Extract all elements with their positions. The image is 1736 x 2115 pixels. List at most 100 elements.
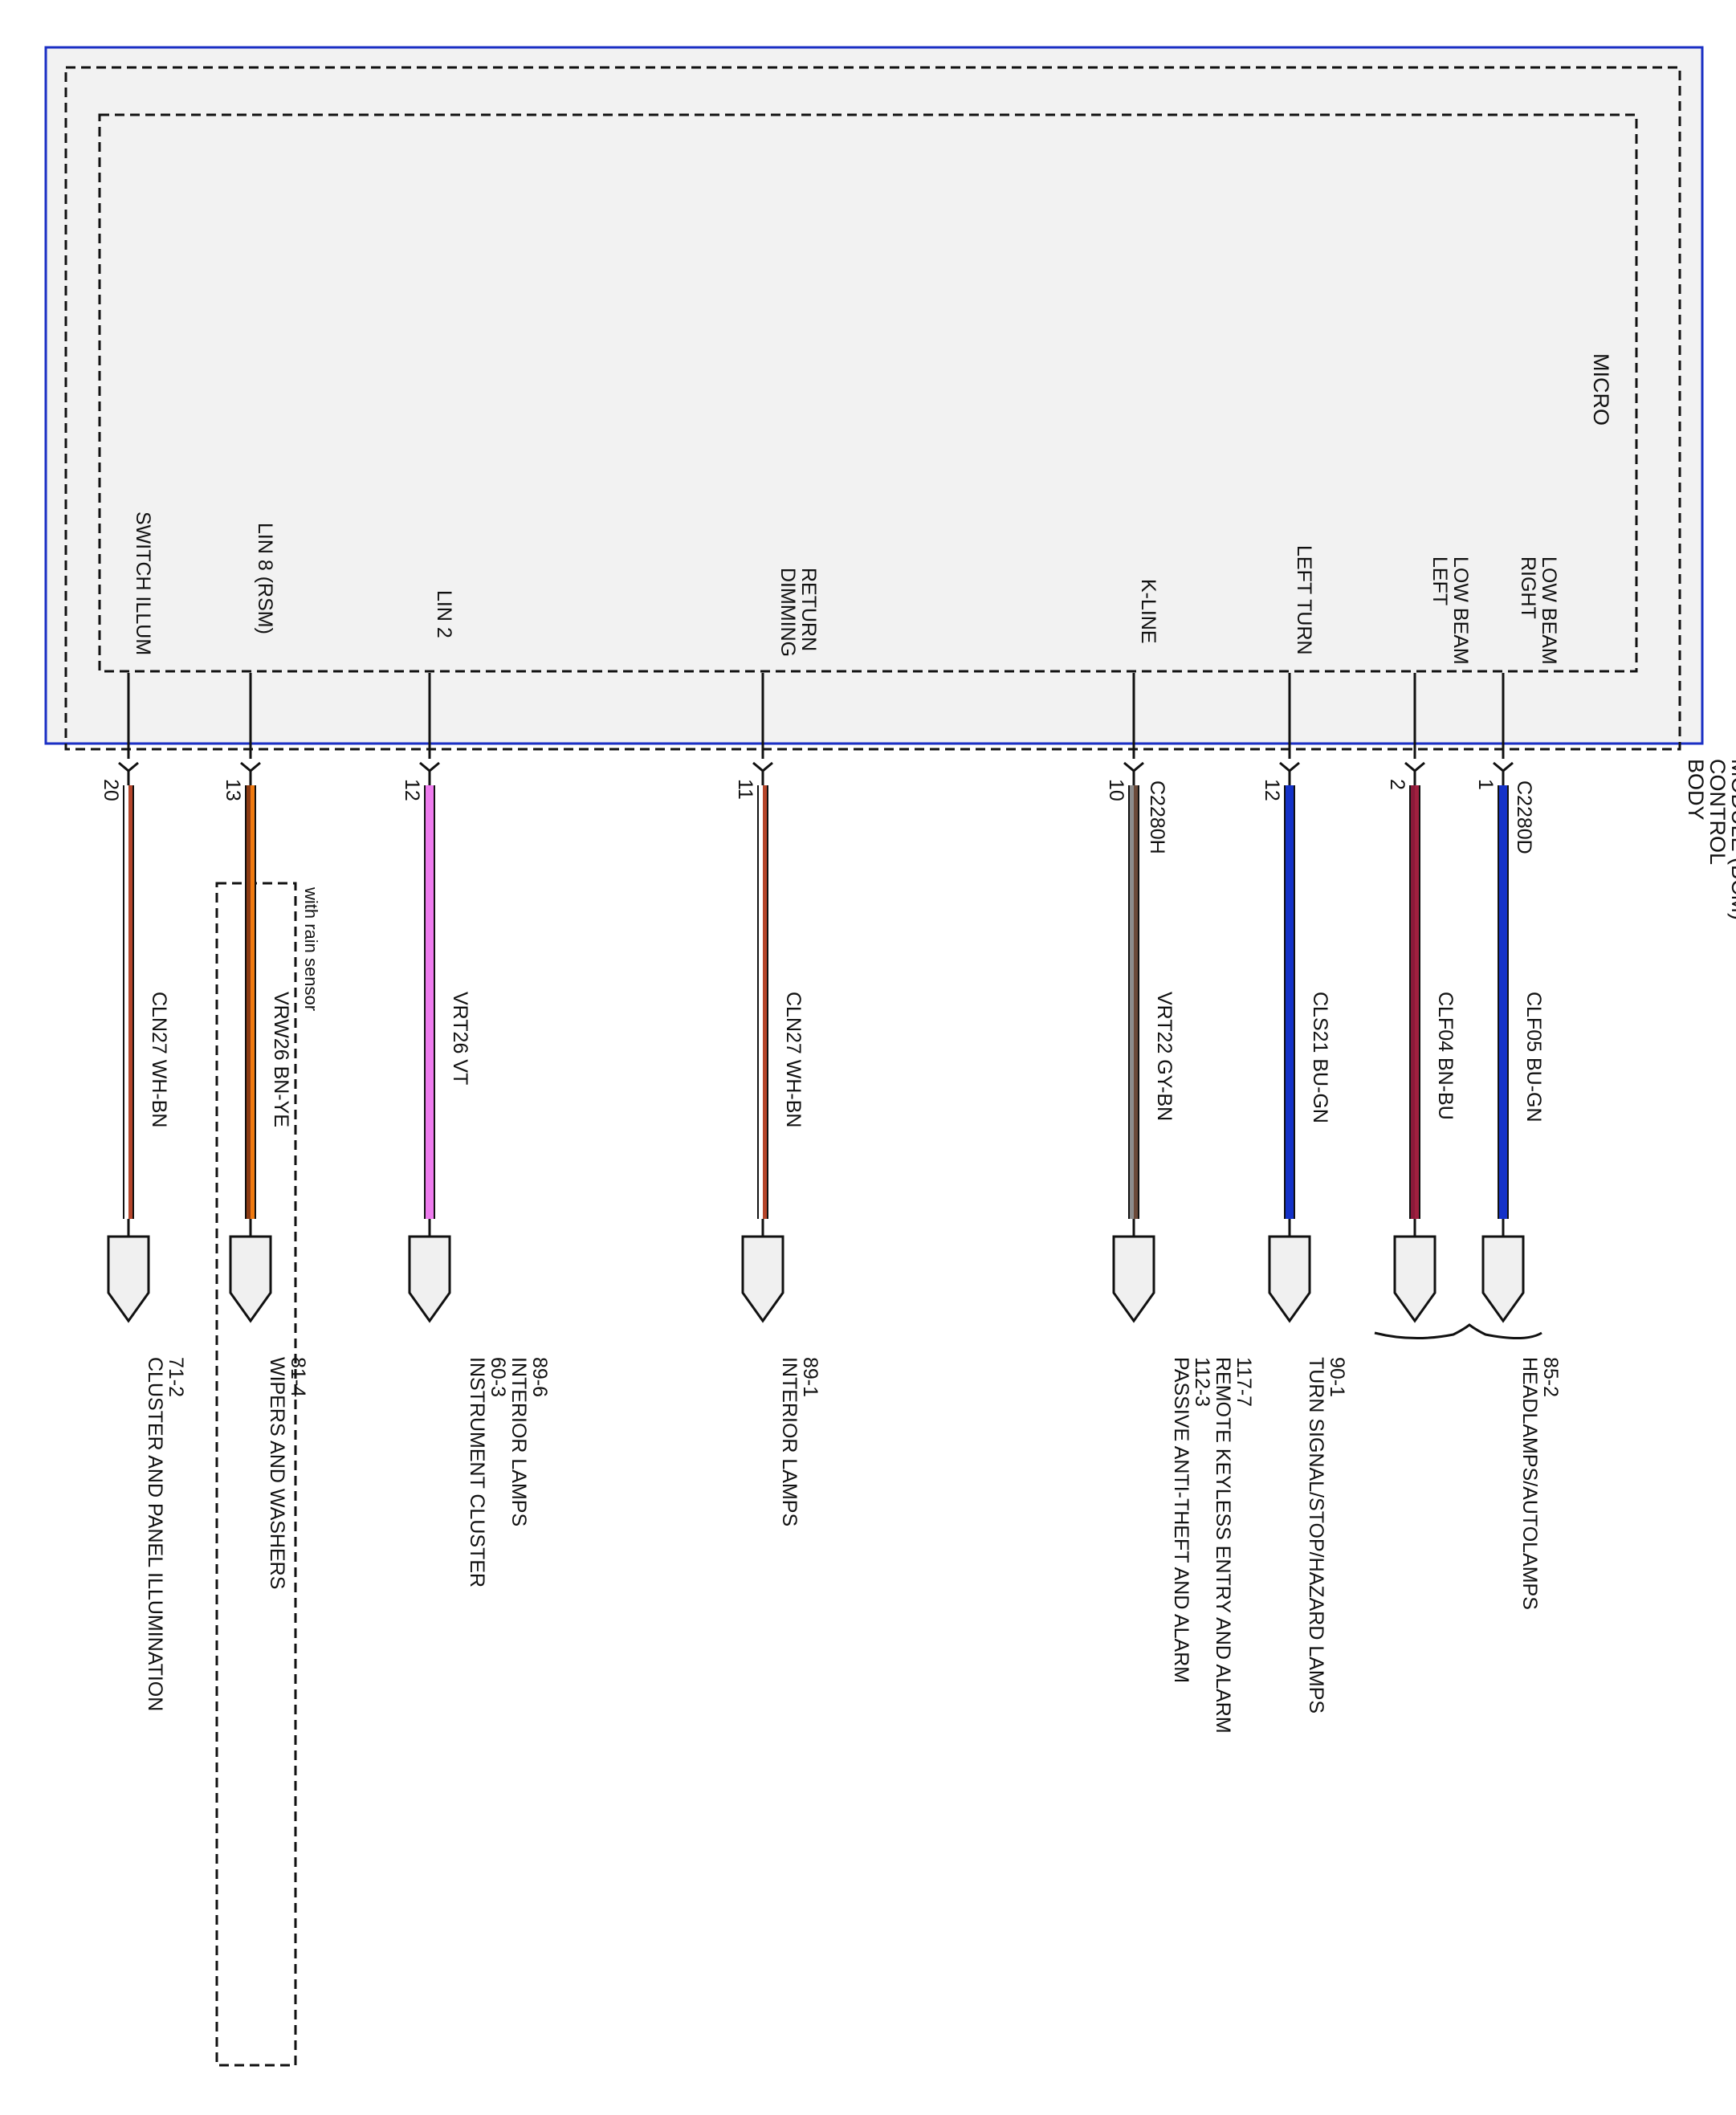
wire-stripe-b-k-line (1134, 785, 1138, 1219)
circuit-label-lin8: VRW26 BN-YE (270, 992, 292, 1127)
wire-stripe-a-lin2 (426, 785, 430, 1219)
pin-number-lin2: 12 (401, 779, 423, 801)
pin-number-switch-illum-line: 20 (100, 779, 122, 801)
destination-label-lin2-line: INSTRUMENT CLUSTER (466, 1357, 488, 1587)
pin-number-lin2-line: 12 (401, 779, 423, 801)
destination-label-lin2: INSTRUMENT CLUSTER60-3INTERIOR LAMPS89-6 (466, 1357, 551, 1587)
pin-chevron-right-low-beam (1493, 761, 1514, 772)
bcm-label-line: CONTROL (1705, 759, 1730, 865)
wire-stripe-b-right-low-beam (1503, 785, 1507, 1219)
circuit-label-left-low-beam: CLF04 BN-BU (1434, 992, 1457, 1120)
destination-label-k-line-line: 117-7 (1233, 1357, 1255, 1407)
circuit-label-lin2: VRT26 VT (449, 992, 471, 1085)
destination-label-switch-illum: CLUSTER AND PANEL ILLUMINATION71-2 (144, 1357, 187, 1711)
pin-chevron-lin2 (419, 761, 440, 772)
signal-label-left-low-beam: LEFTLOW BEAM (1428, 556, 1472, 665)
pin-number-dimming-return: 11 (734, 779, 756, 800)
destination-arrow-lin2 (408, 1235, 451, 1323)
signal-label-switch-illum: SWITCH ILLUM (132, 511, 154, 655)
destination-label-lin2-line: 60-3 (487, 1357, 509, 1397)
pin-chevron-lin8 (240, 761, 261, 772)
wire-stripe-b-switch-illum (128, 785, 132, 1219)
destination-label-right-low-beam-line: HEADLAMPS/AUTOLAMPS (1518, 1357, 1541, 1610)
circuit-label-right-low-beam-line: CLF05 BU-GN (1522, 992, 1545, 1123)
connector-c2280d-label: C2280D (1513, 780, 1535, 854)
destination-label-left-turn-line: TURN SIGNAL/STOP/HAZARD LAMPS (1305, 1357, 1327, 1714)
wire-stripe-a-left-low-beam (1411, 785, 1415, 1219)
pin-number-k-line: 10 (1105, 779, 1127, 801)
signal-label-dimming-return: DIMMINGRETURN (776, 568, 820, 657)
wire-stripe-a-left-turn (1286, 785, 1290, 1219)
destination-label-right-low-beam: HEADLAMPS/AUTOLAMPS85-2 (1518, 1357, 1562, 1610)
signal-label-right-low-beam-line: LOW BEAM (1538, 556, 1560, 665)
circuit-label-k-line-line: VRT22 GY-BN (1153, 992, 1176, 1121)
destination-arrow-lin8 (229, 1235, 272, 1323)
pin-number-dimming-return-line: 11 (734, 779, 756, 800)
wire-stripe-a-right-low-beam (1499, 785, 1503, 1219)
destination-arrow-switch-illum (107, 1235, 150, 1323)
micro-label: MICRO (1589, 353, 1613, 426)
destination-arrow-left-low-beam (1393, 1235, 1436, 1323)
pin-number-lin8: 13 (222, 779, 244, 801)
wire-stripe-a-switch-illum (124, 785, 128, 1219)
circuit-label-switch-illum: CLN27 WH-BN (148, 992, 170, 1127)
destination-arrow-right-low-beam (1481, 1235, 1525, 1323)
circuit-label-switch-illum-line: CLN27 WH-BN (148, 992, 170, 1127)
circuit-label-left-low-beam-line: CLF04 BN-BU (1434, 992, 1457, 1120)
circuit-label-dimming-return-line: CLN27 WH-BN (782, 992, 805, 1127)
pin-number-left-turn: 12 (1261, 779, 1283, 801)
destination-label-right-low-beam-line: 85-2 (1539, 1357, 1562, 1397)
pin-chevron-left-turn (1279, 761, 1300, 772)
destination-label-k-line-line: PASSIVE ANTI-THEFT AND ALARM (1170, 1357, 1192, 1683)
destination-label-dimming-return-line: 89-1 (799, 1357, 821, 1397)
signal-label-dimming-return-line: DIMMING (776, 568, 799, 657)
destination-label-k-line-line: 112-3 (1191, 1357, 1213, 1407)
pin-chevron-k-line (1123, 761, 1144, 772)
wire-stripe-b-left-turn (1290, 785, 1294, 1219)
signal-label-left-turn-line: LEFT TURN (1293, 545, 1315, 655)
signal-label-switch-illum-line: SWITCH ILLUM (132, 511, 154, 655)
destination-arrow-left-turn (1268, 1235, 1311, 1323)
signal-label-dimming-return-line: RETURN (797, 568, 820, 651)
pin-number-lin8-line: 13 (222, 779, 244, 801)
circuit-label-lin2-line: VRT26 VT (449, 992, 471, 1085)
circuit-label-dimming-return: CLN27 WH-BN (782, 992, 805, 1127)
destination-label-lin2-line: 89-6 (528, 1357, 551, 1397)
bcm-label: BODYCONTROLMODULE (BCM)11-3151-13 (1684, 759, 1736, 920)
circuit-label-right-low-beam: CLF05 BU-GN (1522, 992, 1545, 1123)
bcm-dashed-outer (64, 66, 1681, 751)
signal-label-lin2: LIN 2 (433, 590, 455, 638)
destination-arrow-dimming-return (741, 1235, 784, 1323)
wire-stripe-a-lin8 (247, 785, 251, 1219)
destination-label-dimming-return: INTERIOR LAMPS89-1 (778, 1357, 821, 1526)
pin-number-right-low-beam-line: 1 (1474, 779, 1497, 790)
signal-label-lin8-line: LIN 8 (RSM) (254, 523, 276, 634)
destination-label-k-line: PASSIVE ANTI-THEFT AND ALARM112-3REMOTE … (1170, 1357, 1255, 1734)
circuit-label-lin8-line: VRW26 BN-YE (270, 992, 292, 1127)
circuit-label-left-turn-line: CLS21 BU-GN (1309, 992, 1331, 1123)
signal-label-right-low-beam-line: RIGHT (1517, 556, 1539, 619)
destination-label-left-turn-line: 90-1 (1326, 1357, 1348, 1397)
destination-label-switch-illum-line: CLUSTER AND PANEL ILLUMINATION (144, 1357, 166, 1711)
destination-label-lin8: WIPERS AND WASHERS81-4 (266, 1357, 309, 1589)
wire-stripe-b-lin8 (251, 785, 255, 1219)
wire-stripe-a-dimming-return (759, 785, 763, 1219)
signal-label-lin8: LIN 8 (RSM) (254, 523, 276, 634)
destination-label-left-turn: TURN SIGNAL/STOP/HAZARD LAMPS90-1 (1305, 1357, 1348, 1714)
signal-label-left-low-beam-line: LOW BEAM (1449, 556, 1472, 665)
pin-number-right-low-beam: 1 (1474, 779, 1497, 790)
pin-number-left-low-beam: 2 (1386, 779, 1408, 790)
bcm-label-line: MODULE (BCM) (1727, 759, 1736, 920)
wire-stripe-b-left-low-beam (1415, 785, 1419, 1219)
destination-label-k-line-line: REMOTE KEYLESS ENTRY AND ALARM (1212, 1357, 1234, 1734)
wire-stripe-b-dimming-return (763, 785, 767, 1219)
circuit-label-left-turn: CLS21 BU-GN (1309, 992, 1331, 1123)
destination-arrow-k-line (1112, 1235, 1155, 1323)
headlamp-brace (1374, 1323, 1542, 1340)
destination-label-lin2-line: INTERIOR LAMPS (507, 1357, 530, 1526)
circuit-label-k-line: VRT22 GY-BN (1153, 992, 1176, 1121)
wire-stripe-b-lin2 (430, 785, 434, 1219)
pin-number-left-turn-line: 12 (1261, 779, 1283, 801)
micro-dashed-box (98, 113, 1638, 673)
